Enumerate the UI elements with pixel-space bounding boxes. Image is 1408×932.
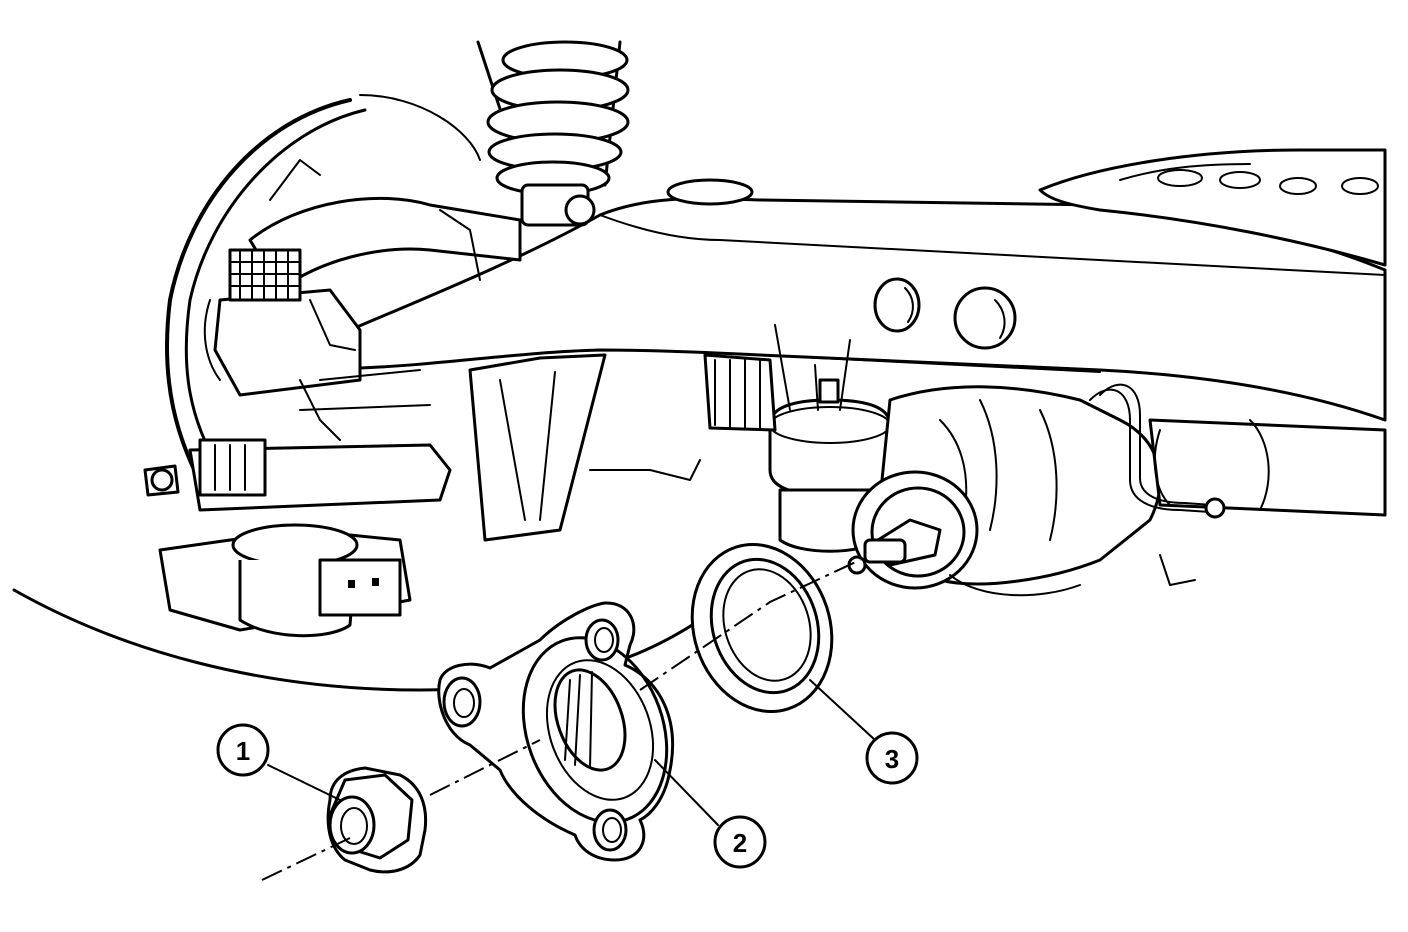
pinion-nut: [326, 766, 428, 874]
callout-3: 3: [809, 679, 919, 785]
callout-2-label: 2: [733, 828, 747, 858]
callout-3-leader: [809, 679, 876, 741]
callout-1-leader: [267, 764, 341, 801]
callout-1-label: 1: [236, 736, 250, 766]
callout-3-label: 3: [885, 744, 899, 774]
differential-housing: [703, 324, 1387, 597]
callout-2: 2: [654, 759, 767, 869]
rear-subframe: [12, 148, 1387, 692]
mount-plate: [318, 558, 402, 617]
callout-1: 1: [216, 723, 341, 801]
knuckle-brake-assembly: [143, 94, 701, 638]
crossmember-hole-right: [953, 286, 1017, 350]
lower-bushing: [198, 438, 267, 497]
callout-2-leader: [654, 759, 719, 826]
coil-spring: [476, 40, 630, 227]
pinion-flange: [437, 601, 675, 862]
spring-seat-ring: [666, 178, 754, 206]
differential-mount: [768, 398, 892, 497]
alignment-centerline: [261, 559, 861, 881]
pinion-seal: [690, 542, 834, 714]
